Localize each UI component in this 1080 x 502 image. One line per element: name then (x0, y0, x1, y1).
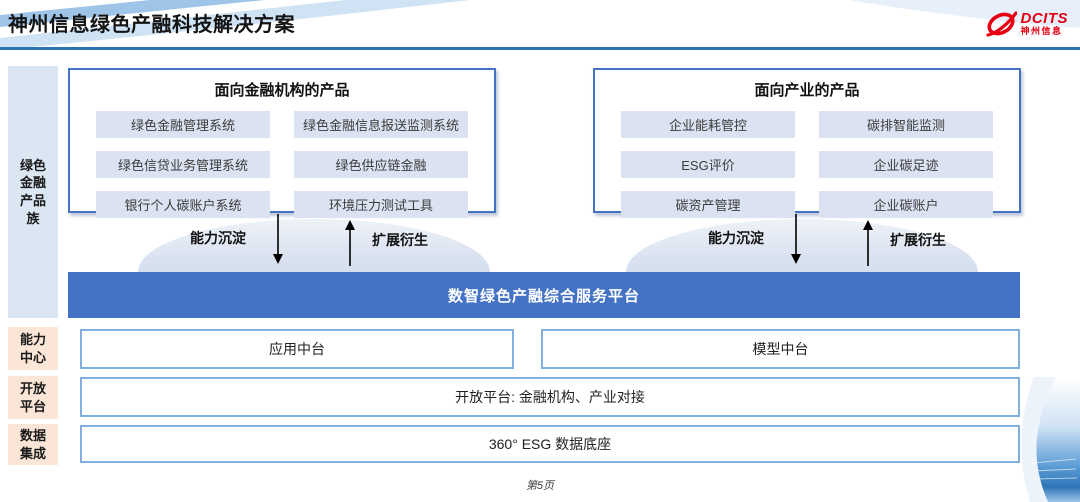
sidebar-label-data-integration: 数据集成 (8, 424, 58, 465)
capability-sink-label: 能力沉淀 (190, 230, 246, 246)
sidebar-label-product-family-text: 绿色金融产品族 (19, 157, 46, 226)
logo-brand-text: DCITS (1020, 10, 1068, 28)
product-item-finance-4: 绿色供应链金融 (294, 151, 468, 178)
product-item-industry-4: 企业碳足迹 (819, 151, 993, 178)
industry-products-box: 面向产业的产品 企业能耗管控 碳排智能监测 ESG评价 企业碳足迹 碳资产管理 … (593, 68, 1021, 218)
logo-company-text: 神州信息 (1020, 26, 1063, 37)
arrow-group-left: 能力沉淀 扩展衍生 (190, 212, 450, 266)
finance-box-title: 面向金融机构的产品 (214, 82, 350, 99)
arrow-up-icon (345, 220, 355, 266)
product-item-industry-6: 企业碳账户 (819, 191, 993, 218)
product-item-industry-2: 碳排智能监测 (819, 111, 993, 138)
finance-items-grid: 绿色金融管理系统 绿色金融信息报送监测系统 绿色信贷业务管理系统 绿色供应链金融… (70, 100, 494, 218)
extend-derive-label: 扩展衍生 (890, 232, 946, 248)
sidebar-label-open-platform: 开放平台 (8, 376, 58, 419)
corner-swoosh-decoration (1021, 377, 1080, 502)
extend-derive-label: 扩展衍生 (372, 232, 428, 248)
product-item-finance-1: 绿色金融管理系统 (96, 111, 270, 138)
header-divider (0, 47, 1080, 50)
esg-data-base-box: 360° ESG 数据底座 (80, 425, 1020, 463)
logo-text: DCITS 神州信息 (1021, 11, 1069, 36)
product-item-finance-5: 银行个人碳账户系统 (96, 191, 270, 218)
arrow-down-icon (791, 214, 801, 264)
platform-bar: 数智绿色产融综合服务平台 (68, 272, 1020, 318)
sidebar-label-open-platform-text: 开放平台 (19, 380, 46, 414)
product-item-industry-5: 碳资产管理 (621, 191, 795, 218)
arrow-down-icon (273, 214, 283, 264)
dcits-swirl-icon (985, 11, 1017, 37)
product-item-industry-3: ESG评价 (621, 151, 795, 178)
industry-items-grid: 企业能耗管控 碳排智能监测 ESG评价 企业碳足迹 碳资产管理 企业碳账户 (595, 100, 1019, 218)
finance-products-box: 面向金融机构的产品 绿色金融管理系统 绿色金融信息报送监测系统 绿色信贷业务管理… (68, 68, 496, 218)
sidebar-label-capability-center-text: 能力中心 (19, 331, 46, 365)
arrow-group-right: 能力沉淀 扩展衍生 (708, 212, 968, 266)
product-item-industry-1: 企业能耗管控 (621, 111, 795, 138)
capability-sink-label: 能力沉淀 (708, 230, 764, 246)
arrow-up-icon (863, 220, 873, 266)
product-item-finance-6: 环境压力测试工具 (294, 191, 468, 218)
product-item-finance-3: 绿色信贷业务管理系统 (96, 151, 270, 178)
brand-logo: DCITS 神州信息 (985, 10, 1069, 38)
model-middle-platform-box: 模型中台 (541, 329, 1020, 369)
industry-box-title: 面向产业的产品 (754, 82, 860, 99)
page-title: 神州信息绿色产融科技解决方案 (8, 14, 295, 36)
header-swoosh-decoration (0, 0, 1080, 50)
sidebar-label-capability-center: 能力中心 (8, 327, 58, 370)
app-middle-platform-box: 应用中台 (80, 329, 514, 369)
open-platform-box: 开放平台: 金融机构、产业对接 (80, 377, 1020, 417)
page-number: 第5页 (525, 480, 555, 492)
sidebar-label-product-family: 绿色金融产品族 (8, 66, 58, 318)
product-item-finance-2: 绿色金融信息报送监测系统 (294, 111, 468, 138)
sidebar-label-data-integration-text: 数据集成 (19, 427, 46, 461)
